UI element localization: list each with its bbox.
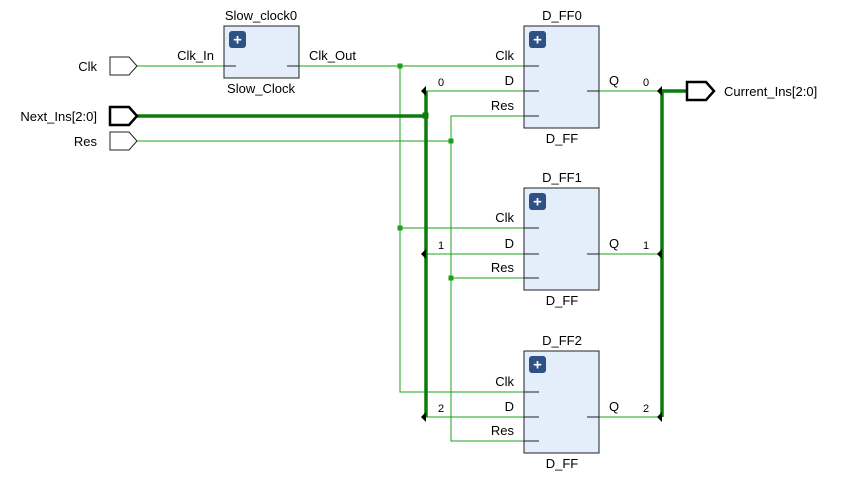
dff0-pin-res: Res [491,98,515,113]
dff0-pin-d: D [505,73,514,88]
dff1-pin-d: D [505,236,514,251]
output-bus-port-icon[interactable] [685,80,716,102]
dff1-block[interactable]: D_FF1 + Clk D Res Q D_FF [491,170,619,308]
port-next-ins[interactable]: Next_Ins[2:0] [20,105,139,127]
ripper-triangle-out-1 [657,249,662,259]
bit-label-in-1: 1 [438,240,444,252]
plus-icon[interactable] [229,31,246,48]
expand-button[interactable]: + [529,31,546,49]
svg-text:+: + [533,194,542,211]
plus-icon[interactable] [529,31,546,48]
junction-dot [448,138,454,144]
dff2-pin-res: Res [491,423,515,438]
port-next-ins-label: Next_Ins[2:0] [20,109,97,124]
dff1-module-name: D_FF [546,293,579,308]
input-bus-rippers [421,86,426,422]
bit-label-out-0: 0 [643,77,649,89]
dff1-instance-name: D_FF1 [542,170,582,185]
junction-dot [397,63,403,69]
port-current-ins-label: Current_Ins[2:0] [724,84,817,99]
input-port-icon[interactable] [109,131,138,151]
ripper-triangle-out-0 [657,86,662,96]
input-bus-port-icon[interactable] [108,105,139,127]
ripper-triangle-0 [421,86,426,96]
slow-clock-block[interactable]: Slow_clock0 + Clk_In Clk_Out Slow_Clock [177,8,356,96]
slow-clock-module-name: Slow_Clock [227,81,295,96]
port-res[interactable]: Res [74,131,138,151]
dff0-block[interactable]: D_FF0 + Clk D Res Q D_FF [491,8,619,146]
port-res-label: Res [74,134,98,149]
output-bus-rippers [657,86,662,422]
input-port-icon[interactable] [109,56,138,76]
dff2-pin-clk: Clk [495,374,514,389]
port-clk-label: Clk [78,59,97,74]
dff1-pin-q: Q [609,236,619,251]
bit-label-in-0: 0 [438,77,444,89]
bit-label-out-2: 2 [643,403,649,415]
dff2-module-name: D_FF [546,456,579,471]
dff0-pin-q: Q [609,73,619,88]
dff2-pin-d: D [505,399,514,414]
svg-text:+: + [233,32,242,49]
pin-clk-out-label: Clk_Out [309,48,356,63]
expand-button[interactable]: + [529,356,546,374]
junction-dot [448,275,454,281]
junction-dot [397,225,403,231]
svg-text:+: + [533,357,542,374]
ripper-triangle-1 [421,249,426,259]
svg-text:+: + [533,32,542,49]
dff0-pin-clk: Clk [495,48,514,63]
port-current-ins[interactable]: Current_Ins[2:0] [685,80,817,102]
expand-button[interactable]: + [529,193,546,211]
clock-distribution-wire[interactable] [399,66,539,393]
dff2-block[interactable]: D_FF2 + Clk D Res Q D_FF [491,333,619,471]
dff0-instance-name: D_FF0 [542,8,582,23]
ripper-triangle-2 [421,412,426,422]
dff0-module-name: D_FF [546,131,579,146]
plus-icon[interactable] [529,193,546,210]
slow-clock-instance-name: Slow_clock0 [225,8,297,23]
dff1-pin-clk: Clk [495,210,514,225]
dff2-pin-q: Q [609,399,619,414]
dff2-instance-name: D_FF2 [542,333,582,348]
bit-label-out-1: 1 [643,240,649,252]
ripper-triangle-out-2 [657,412,662,422]
plus-icon[interactable] [529,356,546,373]
expand-button[interactable]: + [229,31,246,49]
bit-label-in-2: 2 [438,403,444,415]
port-clk[interactable]: Clk [78,56,138,76]
dff1-pin-res: Res [491,260,515,275]
pin-clk-in-label: Clk_In [177,48,214,63]
